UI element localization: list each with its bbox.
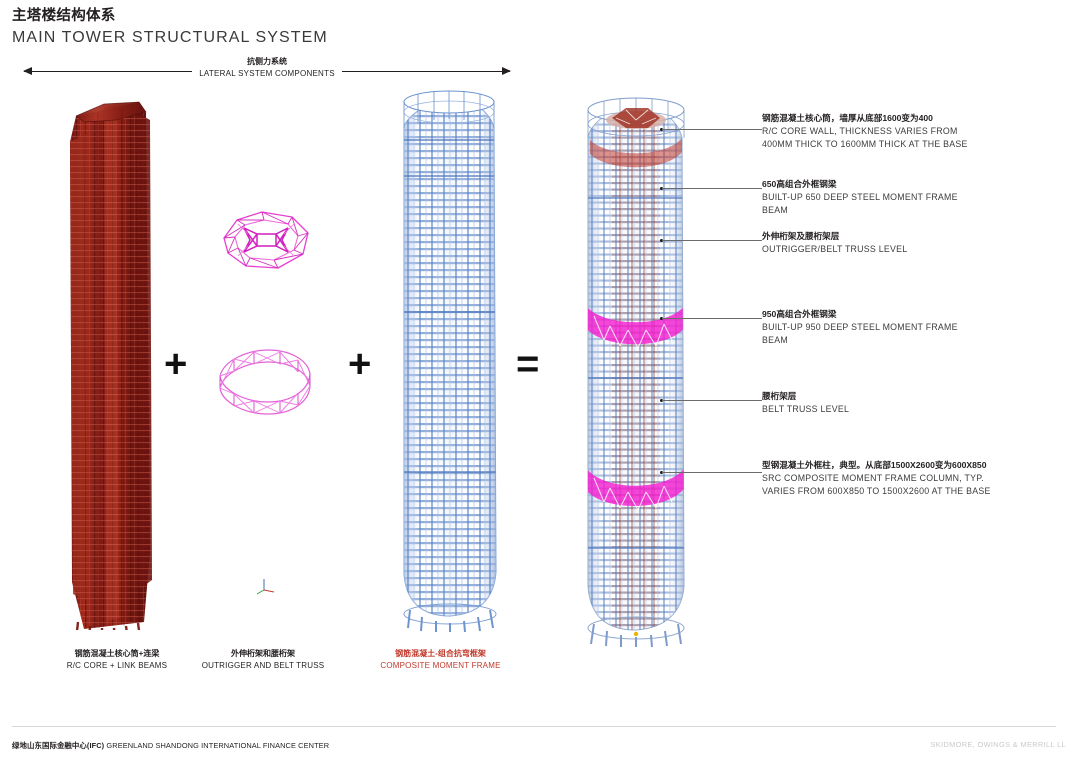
leader-dot [660, 239, 663, 242]
leader-line [662, 400, 762, 401]
leader-dot [660, 187, 663, 190]
operator-plus-1: + [164, 342, 188, 386]
annotation-en-line-1: BUILT-UP 950 DEEP STEEL MOMENT FRAME [762, 321, 958, 332]
annotation-en-line-1: BELT TRUSS LEVEL [762, 403, 850, 414]
caption-outrigger-belt-truss-en: OUTRIGGER AND BELT TRUSS [201, 661, 325, 670]
annotation-text: 950高组合外框钢梁 BUILT-UP 950 DEEP STEEL MOMEN… [762, 308, 958, 347]
moment-frame-svg [403, 90, 497, 632]
annotation-en-line-1: SRC COMPOSITE MOMENT FRAME COLUMN, TYP. [762, 472, 984, 483]
diagram-belt-truss [210, 338, 320, 428]
lateral-system-header: 抗侧力系统 LATERAL SYSTEM COMPONENTS [23, 56, 511, 86]
annotation-en-line-1: R/C CORE WALL, THICKNESS VARIES FROM [762, 125, 958, 136]
page-title: 主塔楼结构体系 MAIN TOWER STRUCTURAL SYSTEM [12, 6, 328, 49]
caption-outrigger-belt-truss-cn: 外伸桁架和腰桁架 [231, 649, 295, 658]
annotation-cn: 腰桁架层 [762, 391, 797, 401]
arrow-right-icon [502, 67, 511, 75]
footer-project-en: GREENLAND SHANDONG INTERNATIONAL FINANCE… [104, 741, 330, 750]
leader-line [662, 129, 762, 130]
leader-line [662, 240, 762, 241]
combined-tower-svg [587, 97, 685, 648]
annotation-cn: 950高组合外框钢梁 [762, 309, 837, 319]
lateral-system-label: 抗侧力系统 LATERAL SYSTEM COMPONENTS [199, 56, 335, 80]
annotation-cn: 钢筋混凝土核心筒，墙厚从底部1600变为400 [762, 113, 933, 123]
belt-truss-band-lower [588, 466, 684, 511]
annotation-en-line-1: OUTRIGGER/BELT TRUSS LEVEL [762, 243, 908, 254]
annotation-text: 外伸桁架及腰桁架层 OUTRIGGER/BELT TRUSS LEVEL [762, 230, 907, 256]
annotation-text: 钢筋混凝土核心筒，墙厚从底部1600变为400 R/C CORE WALL, T… [762, 112, 968, 151]
axis-gizmo-icon [255, 576, 277, 601]
caption-composite-moment-frame-en: COMPOSITE MOMENT FRAME [380, 661, 501, 670]
diagram-combined-tower [560, 78, 710, 648]
page-title-cn: 主塔楼结构体系 [12, 8, 116, 24]
operator-plus-2: + [348, 342, 372, 386]
footer-divider [12, 726, 1056, 727]
annotation-en-line-1: BUILT-UP 650 DEEP STEEL MOMENT FRAME [762, 191, 958, 202]
leader-line [662, 472, 762, 473]
annotation-cn: 外伸桁架及腰桁架层 [762, 231, 840, 241]
lateral-system-label-en: LATERAL SYSTEM COMPONENTS [199, 69, 335, 78]
crown-band [590, 138, 682, 168]
leader-line [662, 318, 762, 319]
annotation-en-line-2: BEAM [762, 335, 788, 346]
arrow-right-line [342, 71, 510, 72]
caption-composite-moment-frame-cn: 钢筋混凝土-组合抗弯框架 [395, 649, 486, 658]
annotation-en-line-2: VARIES FROM 600X850 TO 1500X2600 AT THE … [762, 486, 991, 497]
arrow-left-line [24, 71, 192, 72]
annotation-text: 型钢混凝土外框柱，典型。从底部1500X2600变为600X850 SRC CO… [762, 459, 991, 498]
caption-rc-core: 钢筋混凝土核心筒+连梁 R/C CORE + LINK BEAMS [22, 648, 212, 672]
page-title-en: MAIN TOWER STRUCTURAL SYSTEM [12, 29, 328, 47]
leader-dot [660, 399, 663, 402]
footer-project-cn: 绿地山东国际金融中心(IFC) [12, 741, 105, 750]
operator-equals: = [516, 342, 540, 386]
footer-firm: SKIDMORE, OWINGS & MERRILL LL [930, 740, 1066, 749]
annotation-en-line-2: 400MM THICK TO 1600MM THICK AT THE BASE [762, 139, 968, 150]
diagram-composite-moment-frame [382, 80, 510, 632]
annotation-text: 650高组合外框钢梁 BUILT-UP 650 DEEP STEEL MOMEN… [762, 178, 958, 217]
leader-dot [660, 128, 663, 131]
outrigger-truss-svg [223, 211, 309, 269]
caption-rc-core-cn: 钢筋混凝土核心筒+连梁 [74, 649, 160, 658]
annotation-text: 腰桁架层 BELT TRUSS LEVEL [762, 390, 849, 416]
annotation-cn: 型钢混凝土外框柱，典型。从底部1500X2600变为600X850 [762, 460, 987, 470]
leader-line [662, 188, 762, 189]
rc-core-svg [70, 101, 152, 630]
belt-truss-svg [219, 349, 311, 415]
base-node [633, 631, 639, 637]
caption-rc-core-en: R/C CORE + LINK BEAMS [66, 661, 168, 670]
leader-dot [660, 471, 663, 474]
diagram-rc-core [40, 82, 190, 630]
diagram-outrigger-truss [200, 190, 330, 290]
annotation-cn: 650高组合外框钢梁 [762, 179, 837, 189]
caption-composite-moment-frame: 钢筋混凝土-组合抗弯框架 COMPOSITE MOMENT FRAME [358, 648, 523, 672]
leader-dot [660, 317, 663, 320]
core-cap-top [606, 108, 666, 129]
caption-outrigger-belt-truss: 外伸桁架和腰桁架 OUTRIGGER AND BELT TRUSS [178, 648, 348, 672]
annotation-en-line-2: BEAM [762, 205, 788, 216]
lateral-system-label-cn: 抗侧力系统 [246, 57, 287, 66]
outrigger-band-upper [588, 304, 684, 349]
footer-project: 绿地山东国际金融中心(IFC) GREENLAND SHANDONG INTER… [12, 740, 329, 751]
